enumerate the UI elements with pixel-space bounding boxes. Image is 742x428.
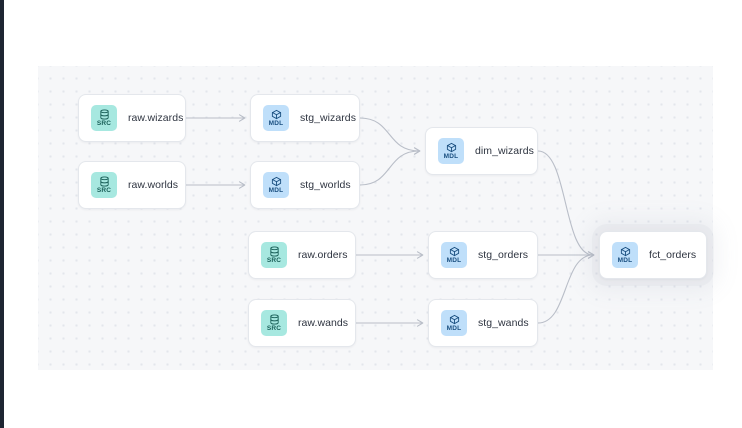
node-label: fct_orders: [649, 249, 697, 261]
node-label: raw.wands: [298, 317, 349, 329]
edge-arrowhead: [413, 147, 421, 155]
node-label: raw.wizards: [128, 112, 184, 124]
edge-arrowhead: [238, 114, 246, 122]
lineage-node-dim_wizards[interactable]: MDL dim_wizards: [425, 127, 538, 175]
lineage-node-raw_wands[interactable]: SRC raw.wands: [248, 299, 356, 347]
lineage-node-fct_orders[interactable]: MDL fct_orders: [599, 231, 707, 279]
node-kind-label: MDL: [443, 153, 459, 161]
node-kind-label: SRC: [96, 187, 112, 195]
edge-arrowhead: [416, 251, 424, 259]
edge-arrowhead: [238, 181, 246, 189]
node-kind-label: SRC: [96, 120, 112, 128]
lineage-node-raw_orders[interactable]: SRC raw.orders: [248, 231, 356, 279]
database-icon: SRC: [261, 310, 287, 336]
lineage-node-stg_wizards[interactable]: MDL stg_wizards: [250, 94, 360, 142]
node-kind-label: MDL: [446, 325, 462, 333]
cube-icon: MDL: [441, 310, 467, 336]
edge-arrowhead: [416, 319, 424, 327]
lineage-node-stg_worlds[interactable]: MDL stg_worlds: [250, 161, 360, 209]
lineage-edge-stg_wands-to-fct_orders: [537, 254, 594, 324]
node-label: stg_wands: [478, 317, 529, 329]
node-label: stg_wizards: [300, 112, 356, 124]
node-kind-label: MDL: [268, 187, 284, 195]
node-label: raw.orders: [298, 249, 348, 261]
cube-icon: MDL: [441, 242, 467, 268]
database-icon: SRC: [91, 105, 117, 131]
lineage-edge-dim_wizards-to-fct_orders: [537, 150, 594, 256]
cube-icon: MDL: [263, 172, 289, 198]
node-kind-label: SRC: [266, 257, 282, 265]
cube-icon: MDL: [612, 242, 638, 268]
lineage-node-raw_wizards[interactable]: SRC raw.wizards: [78, 94, 186, 142]
lineage-node-raw_worlds[interactable]: SRC raw.worlds: [78, 161, 186, 209]
node-kind-label: MDL: [446, 257, 462, 265]
edge-layer: [185, 114, 595, 327]
left-rail: [0, 0, 4, 428]
node-label: stg_orders: [478, 249, 529, 261]
node-label: stg_worlds: [300, 179, 351, 191]
cube-icon: MDL: [263, 105, 289, 131]
node-kind-label: MDL: [617, 257, 633, 265]
lineage-node-stg_wands[interactable]: MDL stg_wands: [428, 299, 538, 347]
node-label: raw.worlds: [128, 179, 179, 191]
node-kind-label: MDL: [268, 120, 284, 128]
database-icon: SRC: [261, 242, 287, 268]
lineage-edge-stg_worlds-to-dim_wizards: [359, 150, 420, 186]
lineage-node-stg_orders[interactable]: MDL stg_orders: [428, 231, 538, 279]
node-label: dim_wizards: [475, 145, 534, 157]
edge-arrowhead: [587, 251, 595, 259]
cube-icon: MDL: [438, 138, 464, 164]
node-kind-label: SRC: [266, 325, 282, 333]
database-icon: SRC: [91, 172, 117, 198]
lineage-edge-stg_wizards-to-dim_wizards: [359, 117, 420, 152]
